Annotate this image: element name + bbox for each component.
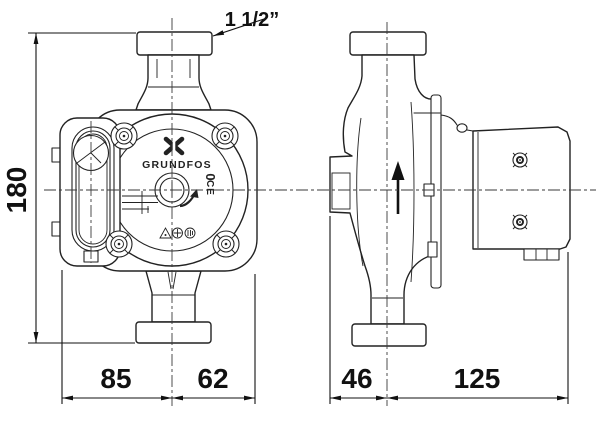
dimension-side-back-value: 125 (454, 363, 501, 394)
side-top-union-nut (349, 31, 427, 56)
warning-triangle-icon (159, 227, 172, 239)
screw-icon (512, 214, 528, 230)
grundfos-logo-icon (163, 136, 185, 156)
suction-port-inner (331, 172, 351, 210)
terminal-box (51, 117, 121, 267)
side-view (329, 31, 571, 347)
terminal-connector (523, 248, 560, 261)
dimension-front-left-value: 85 (100, 363, 131, 394)
corner-screws (105, 122, 240, 258)
volute-body (329, 54, 434, 325)
dimension-front-left: 85 (61, 270, 172, 404)
flow-direction-arrow-icon (391, 161, 405, 214)
screw-icon (512, 152, 528, 168)
ce-mark: CE (204, 180, 215, 196)
front-view: GRUNDFOS 0 CE (51, 31, 258, 344)
motor-housing (472, 126, 571, 250)
dimension-side-front-value: 46 (341, 363, 372, 394)
screw-icon (105, 230, 133, 258)
front-top-union-nut (136, 31, 213, 56)
nameplate-lines (122, 191, 158, 214)
dimension-height-value: 180 (1, 167, 32, 214)
connection-size-callout: 1 1/2” (212, 9, 279, 37)
front-bottom-neck (145, 270, 202, 323)
clip-detail (456, 123, 468, 133)
screw-icon (212, 230, 240, 258)
screw-icon (110, 122, 138, 150)
certification-mark-icon (184, 227, 196, 239)
approval-marks (159, 227, 196, 239)
dimension-side-back: 125 (387, 252, 569, 404)
zero-mark: 0 (203, 173, 218, 180)
grundfos-brand-text: GRUNDFOS (142, 159, 212, 171)
dimension-annotations: 180 85 62 46 125 1 1/2” (1, 9, 569, 404)
dimension-height: 180 (1, 32, 136, 344)
circled-cross-approval-icon (172, 227, 183, 239)
front-bottom-union-nut (135, 321, 212, 344)
front-top-neck (135, 54, 212, 111)
dimension-front-right-value: 62 (197, 363, 228, 394)
side-bottom-union-nut (351, 323, 427, 347)
dimension-front-right: 62 (172, 274, 256, 404)
centerlines (44, 18, 596, 406)
connection-size-label: 1 1/2” (225, 9, 279, 31)
dimension-side-front: 46 (329, 216, 387, 404)
rotation-direction-arrow-icon (179, 189, 199, 208)
screw-icon (211, 122, 239, 150)
